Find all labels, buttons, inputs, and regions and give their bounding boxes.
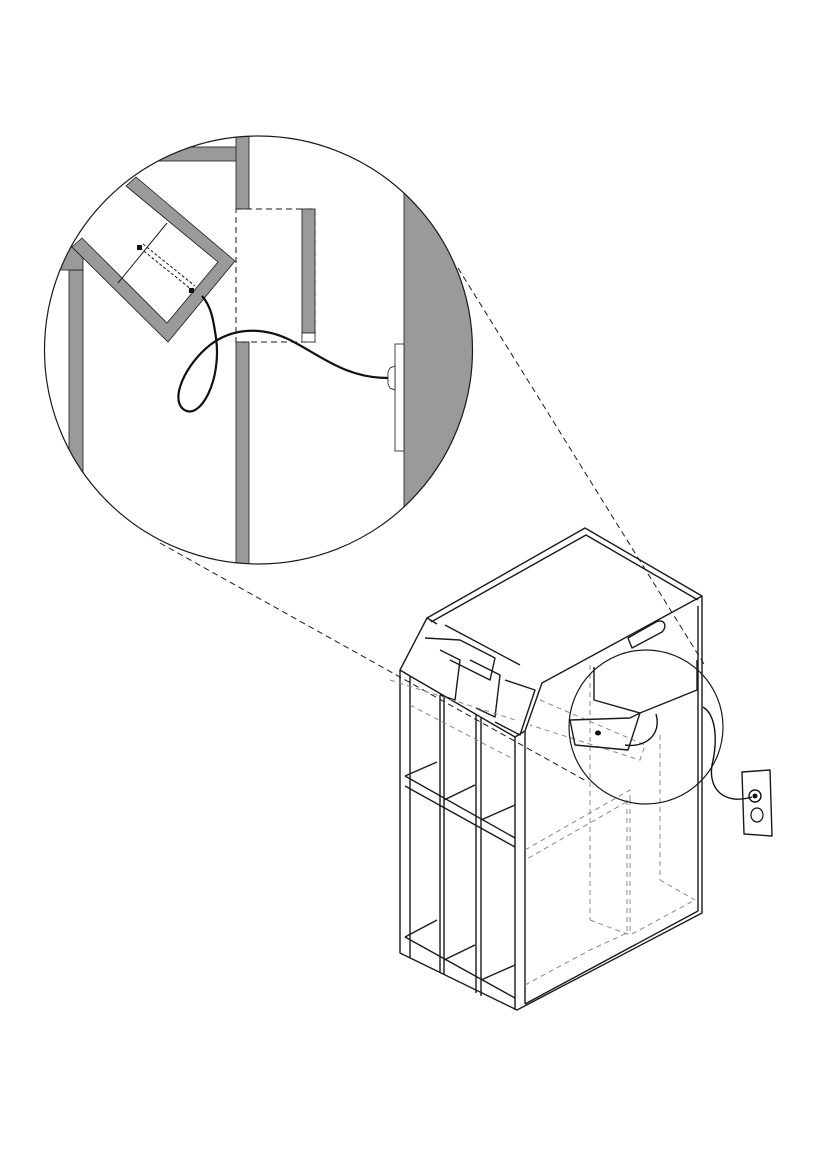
small-panel xyxy=(301,208,316,334)
power-cord-small xyxy=(702,706,753,800)
leader-lines xyxy=(159,267,705,783)
detail-circle xyxy=(43,135,474,565)
rotated-box-frame xyxy=(71,176,236,343)
plug-icon xyxy=(387,365,396,391)
cabinet xyxy=(389,527,703,1011)
outlet-plate xyxy=(394,343,405,452)
divider-panel-upper xyxy=(235,136,250,210)
leader-line-upper xyxy=(457,267,705,665)
sensor-icon xyxy=(137,245,142,250)
wall-section xyxy=(403,136,473,564)
leader-line-lower xyxy=(159,542,589,783)
left-panel xyxy=(68,269,84,564)
wall-outlet xyxy=(702,706,773,837)
sensor-icon-small xyxy=(595,730,601,736)
divider-panel-lower xyxy=(235,341,250,564)
power-cord xyxy=(177,295,389,413)
detail-circle-small xyxy=(568,649,724,805)
